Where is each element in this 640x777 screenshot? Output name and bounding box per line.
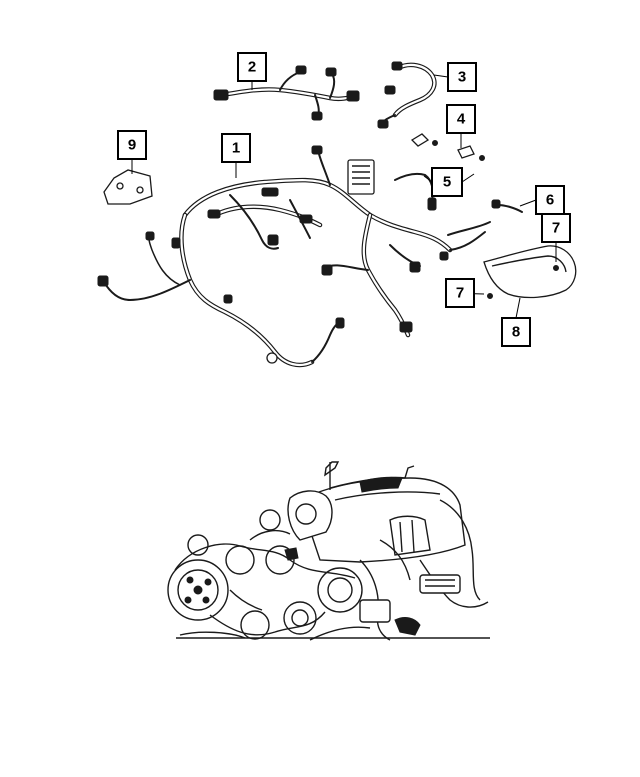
callout-7-upper: 7 bbox=[541, 213, 571, 243]
callout-4: 4 bbox=[446, 104, 476, 134]
heat-shield-part-8 bbox=[483, 245, 577, 299]
callout-2: 2 bbox=[237, 52, 267, 82]
bracket-part-9 bbox=[103, 169, 153, 205]
clips-and-fasteners bbox=[410, 133, 523, 261]
callout-1: 1 bbox=[221, 133, 251, 163]
callout-2-label: 2 bbox=[248, 59, 256, 76]
callout-4-label: 4 bbox=[457, 111, 466, 128]
callout-3-label: 3 bbox=[458, 69, 466, 86]
callout-3: 3 bbox=[447, 62, 477, 92]
callout-7-upper-label: 7 bbox=[552, 220, 560, 237]
callout-5: 5 bbox=[431, 167, 463, 197]
callout-9-label: 9 bbox=[128, 137, 136, 154]
callout-5-label: 5 bbox=[443, 174, 451, 191]
main-engine-wiring-harness bbox=[97, 145, 486, 368]
sub-harness-part-2 bbox=[213, 65, 360, 121]
callout-8-label: 8 bbox=[512, 324, 520, 341]
sub-harness-part-3 bbox=[377, 61, 437, 129]
callout-9: 9 bbox=[117, 130, 147, 160]
callout-7-lower-label: 7 bbox=[456, 285, 464, 302]
callout-1-label: 1 bbox=[232, 140, 240, 157]
callout-6-label: 6 bbox=[546, 192, 554, 209]
callout-8: 8 bbox=[501, 317, 531, 347]
callout-7-lower: 7 bbox=[445, 278, 475, 308]
callout-6: 6 bbox=[535, 185, 565, 215]
engine-locator-illustration bbox=[167, 461, 490, 641]
